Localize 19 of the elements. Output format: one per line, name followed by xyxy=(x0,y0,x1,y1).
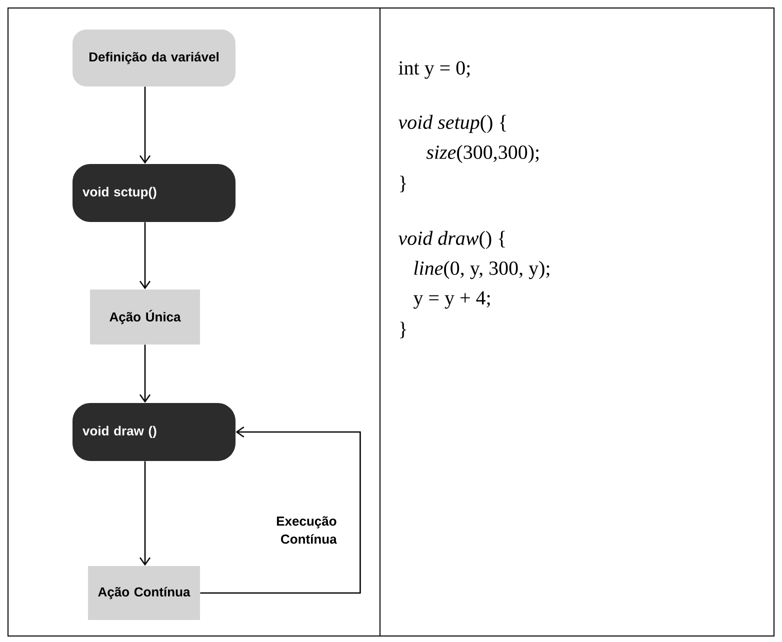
rounded-box: void draw () xyxy=(72,403,236,461)
code-line: line(0, y, 300, y); xyxy=(414,260,550,280)
arrow xyxy=(139,461,151,566)
edge-label: Execução Contínua xyxy=(276,516,337,544)
code-line: void draw() { xyxy=(398,230,505,250)
code-line: void setup() { xyxy=(398,114,506,134)
arrow xyxy=(139,344,151,403)
code-line: } xyxy=(400,322,406,338)
process-box: Ação Única xyxy=(90,290,200,344)
arrow xyxy=(139,86,151,164)
rounded-box: void sctup() xyxy=(72,164,236,222)
code-line: size(300,300); xyxy=(426,144,539,164)
process-box: Ação Contínua xyxy=(88,566,200,620)
code-line: } xyxy=(400,176,406,192)
code-line: y = y + 4; xyxy=(413,291,490,309)
rounded-box: Definição da variável xyxy=(72,30,236,86)
code-line: int y = 0; xyxy=(398,61,470,79)
arrow xyxy=(200,426,361,594)
arrow xyxy=(139,222,151,290)
